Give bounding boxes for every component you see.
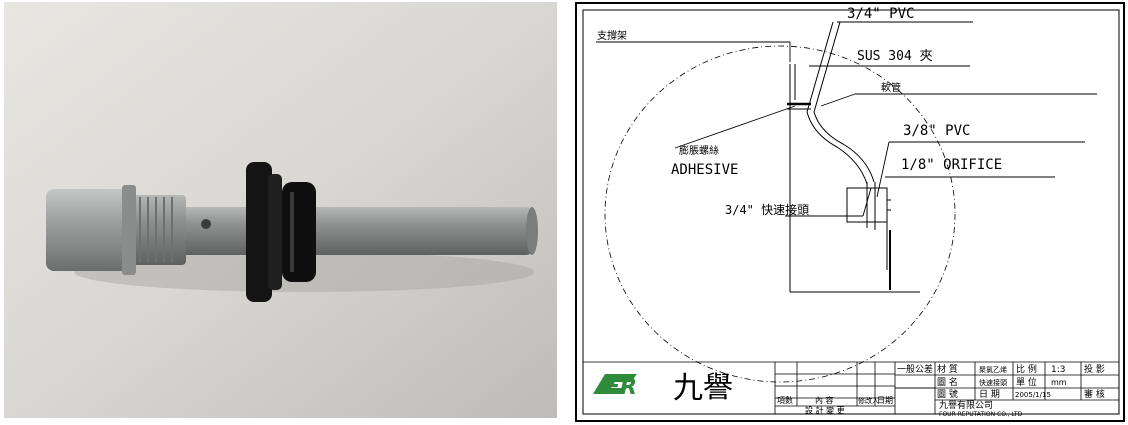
engineering-drawing: 3/4" PVC 支撐架 SUS 304 夾 軟管 3/8" PVC 膨脹螺絲 … xyxy=(575,2,1125,422)
unit-value: mm xyxy=(1051,378,1067,387)
part-name-label: 圖 名 xyxy=(937,376,958,388)
nut-highlight xyxy=(290,192,294,272)
quick-connector-cap xyxy=(46,189,134,271)
design-change-label: 設 計 變 更 xyxy=(805,405,845,415)
date-label: 日 期 xyxy=(979,389,1000,400)
label-pvc-38: 3/8" PVC xyxy=(903,123,970,139)
material-value: 聚氯乙烯 xyxy=(979,365,1007,374)
drawing-no-label: 圖 號 xyxy=(937,388,958,400)
label-orifice: 1/8" ORIFICE xyxy=(901,157,1002,173)
drawing-border xyxy=(575,2,1125,422)
lock-nut xyxy=(282,182,316,282)
part-name-value: 快速接頭 xyxy=(979,378,1007,387)
quick-connector-drawing xyxy=(846,182,891,290)
material-label: 材 質 xyxy=(937,363,958,375)
label-adhesive: ADHESIVE xyxy=(671,162,738,178)
cap-rim xyxy=(122,185,136,275)
scale-value: 1:3 xyxy=(1051,365,1065,375)
company-name-cn: 九譽 xyxy=(673,371,733,406)
label-quick-connector: 3/4" 快速接頭 xyxy=(725,202,809,217)
pvc-pipe xyxy=(174,207,534,255)
wall-geometry xyxy=(787,64,920,293)
tolerance-label: 一般公差 xyxy=(897,363,933,375)
title-block xyxy=(583,361,1119,414)
revision-header-content: 內 容 xyxy=(815,395,834,405)
revision-header-item: 項數 xyxy=(777,395,793,405)
pipe-fitting-photo xyxy=(4,2,557,418)
detail-circle xyxy=(604,45,956,383)
unit-label: 單 位 xyxy=(1016,376,1037,388)
scale-label: 比 例 xyxy=(1016,363,1037,375)
company-english-name: FOUR REPUTATION CO., LTD xyxy=(939,411,1023,418)
logo-mark: FR xyxy=(605,375,637,400)
revision-header-editor: 修改人 xyxy=(858,396,879,405)
date-value: 2005/1/15 xyxy=(1015,391,1051,399)
review-label: 審 核 xyxy=(1084,388,1105,400)
label-thread-seal: 膨脹螺絲 xyxy=(679,144,719,157)
label-hose: 軟管 xyxy=(881,81,901,94)
orifice-hole xyxy=(201,219,211,229)
projection-label: 投 影 xyxy=(1084,363,1105,375)
leader-lines xyxy=(596,21,1097,217)
drawing-frame xyxy=(582,9,1120,415)
revision-header-date: 日期 xyxy=(877,396,893,405)
company-full-name: 九譽有限公司 xyxy=(939,399,993,411)
pipe-end xyxy=(526,207,538,255)
company-logo: FR xyxy=(593,374,637,400)
flange-rim xyxy=(268,174,282,290)
label-sus-304: SUS 304 夾 xyxy=(857,49,933,64)
hose-path xyxy=(806,21,875,185)
rubber-flange xyxy=(246,162,272,302)
label-pvc-34: 3/4" PVC xyxy=(847,6,914,22)
label-support-frame: 支撐架 xyxy=(597,29,627,42)
logo-swoosh xyxy=(593,374,637,394)
